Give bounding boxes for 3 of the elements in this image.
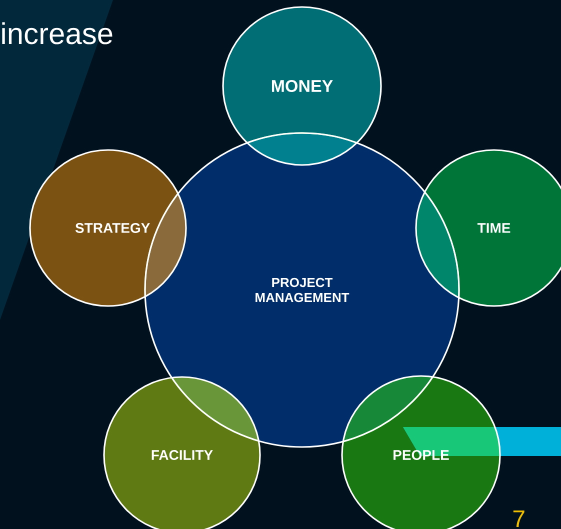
circle-node: STRATEGY	[29, 149, 187, 307]
heading-text: increase	[2, 22, 112, 44]
circle-node: MONEY	[222, 6, 382, 166]
